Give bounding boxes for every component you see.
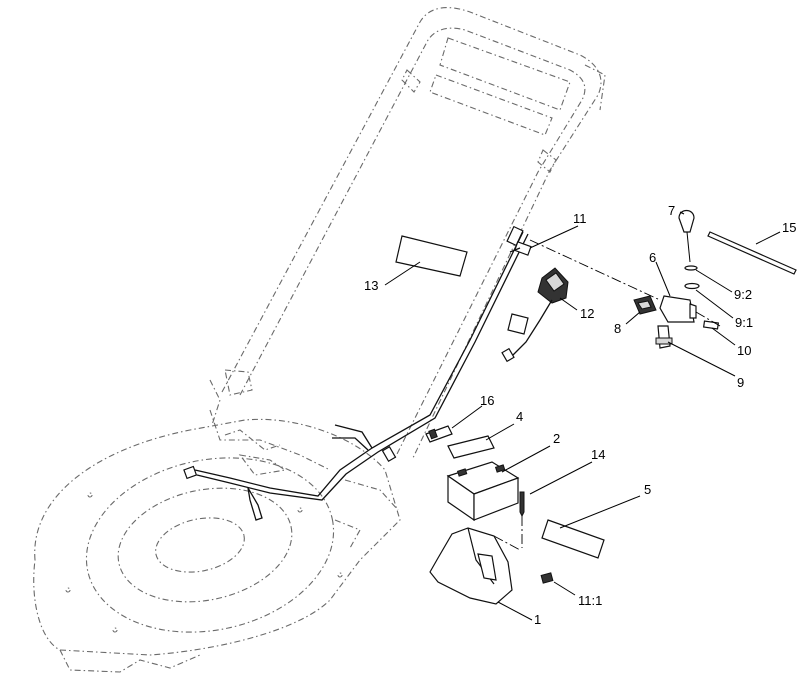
callout-9: 9 [737,375,744,390]
callout-8: 8 [614,321,621,336]
callout-13: 13 [364,278,378,293]
callout-6: 6 [649,250,656,265]
callout-5: 5 [644,482,651,497]
callout-4: 4 [516,409,523,424]
battery-area [425,425,605,605]
callout-11: 11 [573,211,587,226]
wire-harness [183,225,529,521]
leader-lines [384,211,781,621]
callout-14: 14 [591,447,605,462]
callout-10: 10 [737,343,751,358]
callout-9-1: 9:1 [735,315,753,330]
callout-1: 1 [534,612,541,627]
callout-16: 16 [480,393,494,408]
connector-part-11 [509,241,532,256]
callout-15: 15 [782,220,796,235]
callout-9-2: 9:2 [734,287,752,302]
decal-part-13 [395,235,468,277]
callout-7: 7 [668,203,675,218]
charger-part-12 [501,267,569,363]
assembly-lines [529,239,721,327]
callout-11-1: 11:1 [578,593,602,608]
callout-2: 2 [553,431,560,446]
callout-labels: 1 2 4 5 6 7 8 9 9:1 9:2 10 11 11:1 12 13… [364,203,796,627]
callout-12: 12 [580,306,594,321]
handle-frame-ghost [209,7,606,461]
key-switch-assembly [633,209,797,349]
mower-deck-ghost [33,409,401,673]
